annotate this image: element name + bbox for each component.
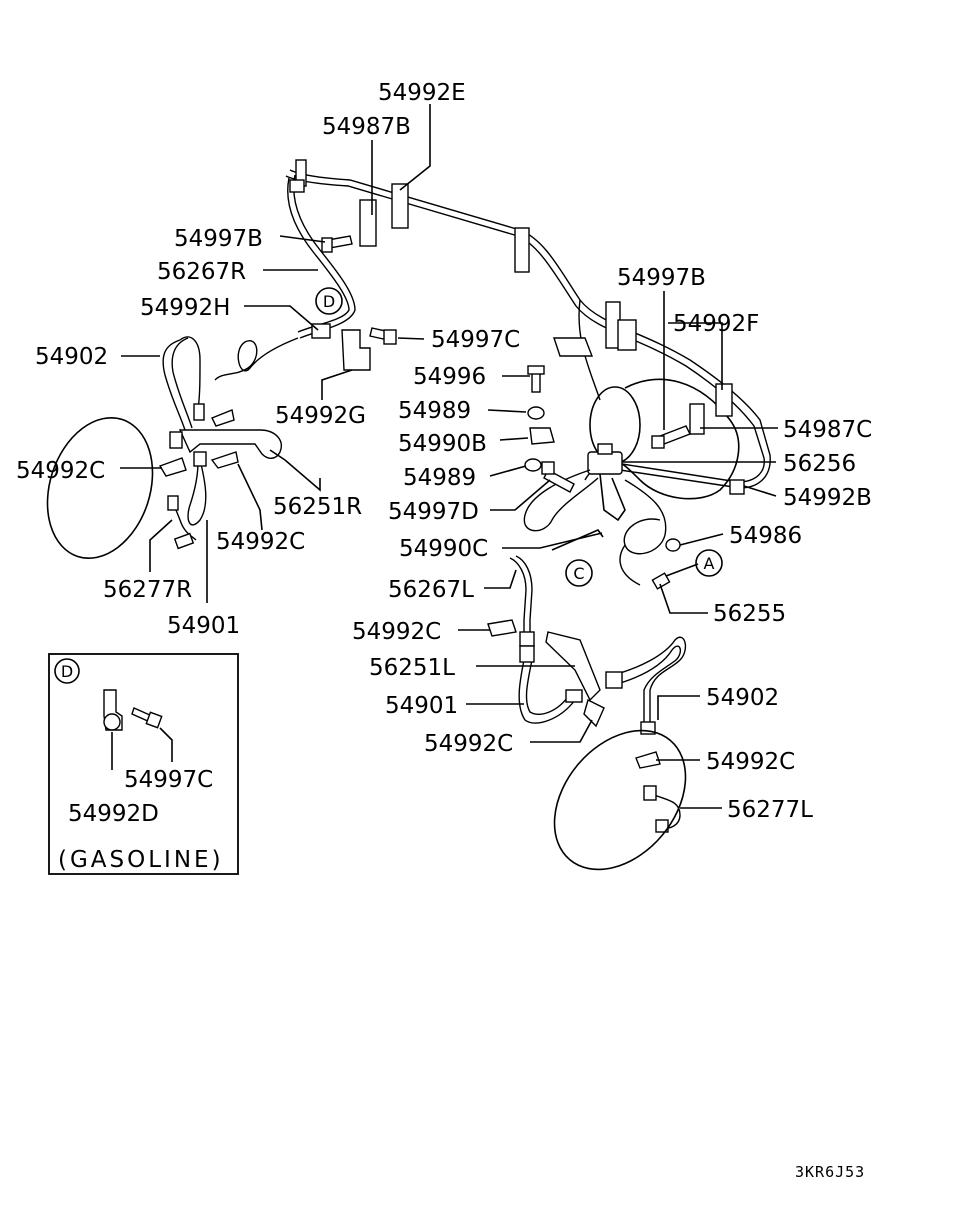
left-brake-hose-assembly xyxy=(46,336,282,559)
part-labels: 54992E 54987B 54997B 56267R 54992H 54902… xyxy=(16,80,872,823)
label-54992G: 54992G xyxy=(275,403,366,429)
circle-markers: D C A xyxy=(315,287,723,587)
label-54901-left: 54901 xyxy=(167,613,240,639)
label-54990C: 54990C xyxy=(399,536,488,562)
label-54990B: 54990B xyxy=(398,431,487,457)
label-54989-a: 54989 xyxy=(398,398,471,424)
label-56267R: 56267R xyxy=(157,259,246,285)
label-54992C-low: 54992C xyxy=(424,731,513,757)
label-54992F: 54992F xyxy=(673,311,759,337)
label-54997C-top: 54997C xyxy=(431,327,520,353)
label-54987C: 54987C xyxy=(783,417,872,443)
label-54997D: 54997D xyxy=(388,499,479,525)
label-54992C-mid: 54992C xyxy=(352,619,441,645)
label-56251R: 56251R xyxy=(273,494,362,520)
inset-detail-d: D 54997C 54992D (GASOLINE) xyxy=(48,653,239,875)
marker-c-text: C xyxy=(573,564,584,583)
inset-border xyxy=(48,653,239,875)
label-54989-b: 54989 xyxy=(403,465,476,491)
marker-d-text: D xyxy=(323,292,335,311)
label-56277L: 56277L xyxy=(727,797,813,823)
label-54992C-right: 54992C xyxy=(706,749,795,775)
marker-circle-d xyxy=(315,287,343,315)
label-56277R: 56277R xyxy=(103,577,192,603)
label-54996: 54996 xyxy=(413,364,486,390)
pipe-clamps-top xyxy=(289,159,745,495)
label-54992C-left2: 54992C xyxy=(216,529,305,555)
inset-marker-text: D xyxy=(61,662,73,681)
marker-a-text: A xyxy=(704,554,715,573)
label-54987B: 54987B xyxy=(322,114,411,140)
label-54997B-right: 54997B xyxy=(617,265,706,291)
label-56251L: 56251L xyxy=(369,655,455,681)
label-54992C-left: 54992C xyxy=(16,458,105,484)
inset-caption: (GASOLINE) xyxy=(58,847,224,873)
label-54992H: 54992H xyxy=(140,295,230,321)
label-54986: 54986 xyxy=(729,523,802,549)
marker-circle-a xyxy=(695,549,723,577)
label-54902-left: 54902 xyxy=(35,344,108,370)
center-small-parts xyxy=(524,365,681,590)
label-56267L: 56267L xyxy=(388,577,474,603)
label-56256: 56256 xyxy=(783,451,856,477)
marker-circle-c xyxy=(565,559,593,587)
label-54992B: 54992B xyxy=(783,485,872,511)
label-54992E: 54992E xyxy=(378,80,466,106)
proportioning-valve xyxy=(523,443,667,586)
label-54901-right: 54901 xyxy=(385,693,458,719)
right-brake-hose-assembly xyxy=(487,555,687,871)
label-54902-right: 54902 xyxy=(706,685,779,711)
leader-lines xyxy=(120,104,778,809)
inset-label-54992D: 54992D xyxy=(68,801,159,827)
label-54997B-left: 54997B xyxy=(174,226,263,252)
diagram-code: 3KR6J53 xyxy=(795,1163,865,1181)
inset-label-54997C: 54997C xyxy=(124,767,213,793)
inset-marker-circle xyxy=(54,658,80,684)
label-56255: 56255 xyxy=(713,601,786,627)
